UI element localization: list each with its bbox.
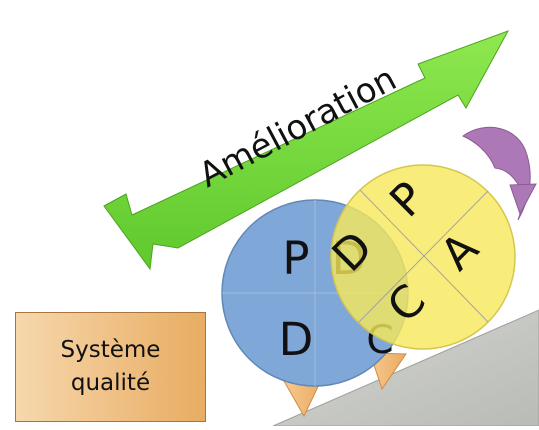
back-d-label-bottom: D [279, 313, 314, 366]
pdca-front-wheel: P A C D [323, 164, 516, 350]
rotation-arrow-icon [462, 126, 537, 221]
back-p-label: P [282, 232, 309, 285]
quality-system-line-1: Système [60, 337, 161, 363]
quality-system-line-2: qualité [70, 370, 151, 396]
quality-system-box: Système qualité [15, 312, 206, 422]
